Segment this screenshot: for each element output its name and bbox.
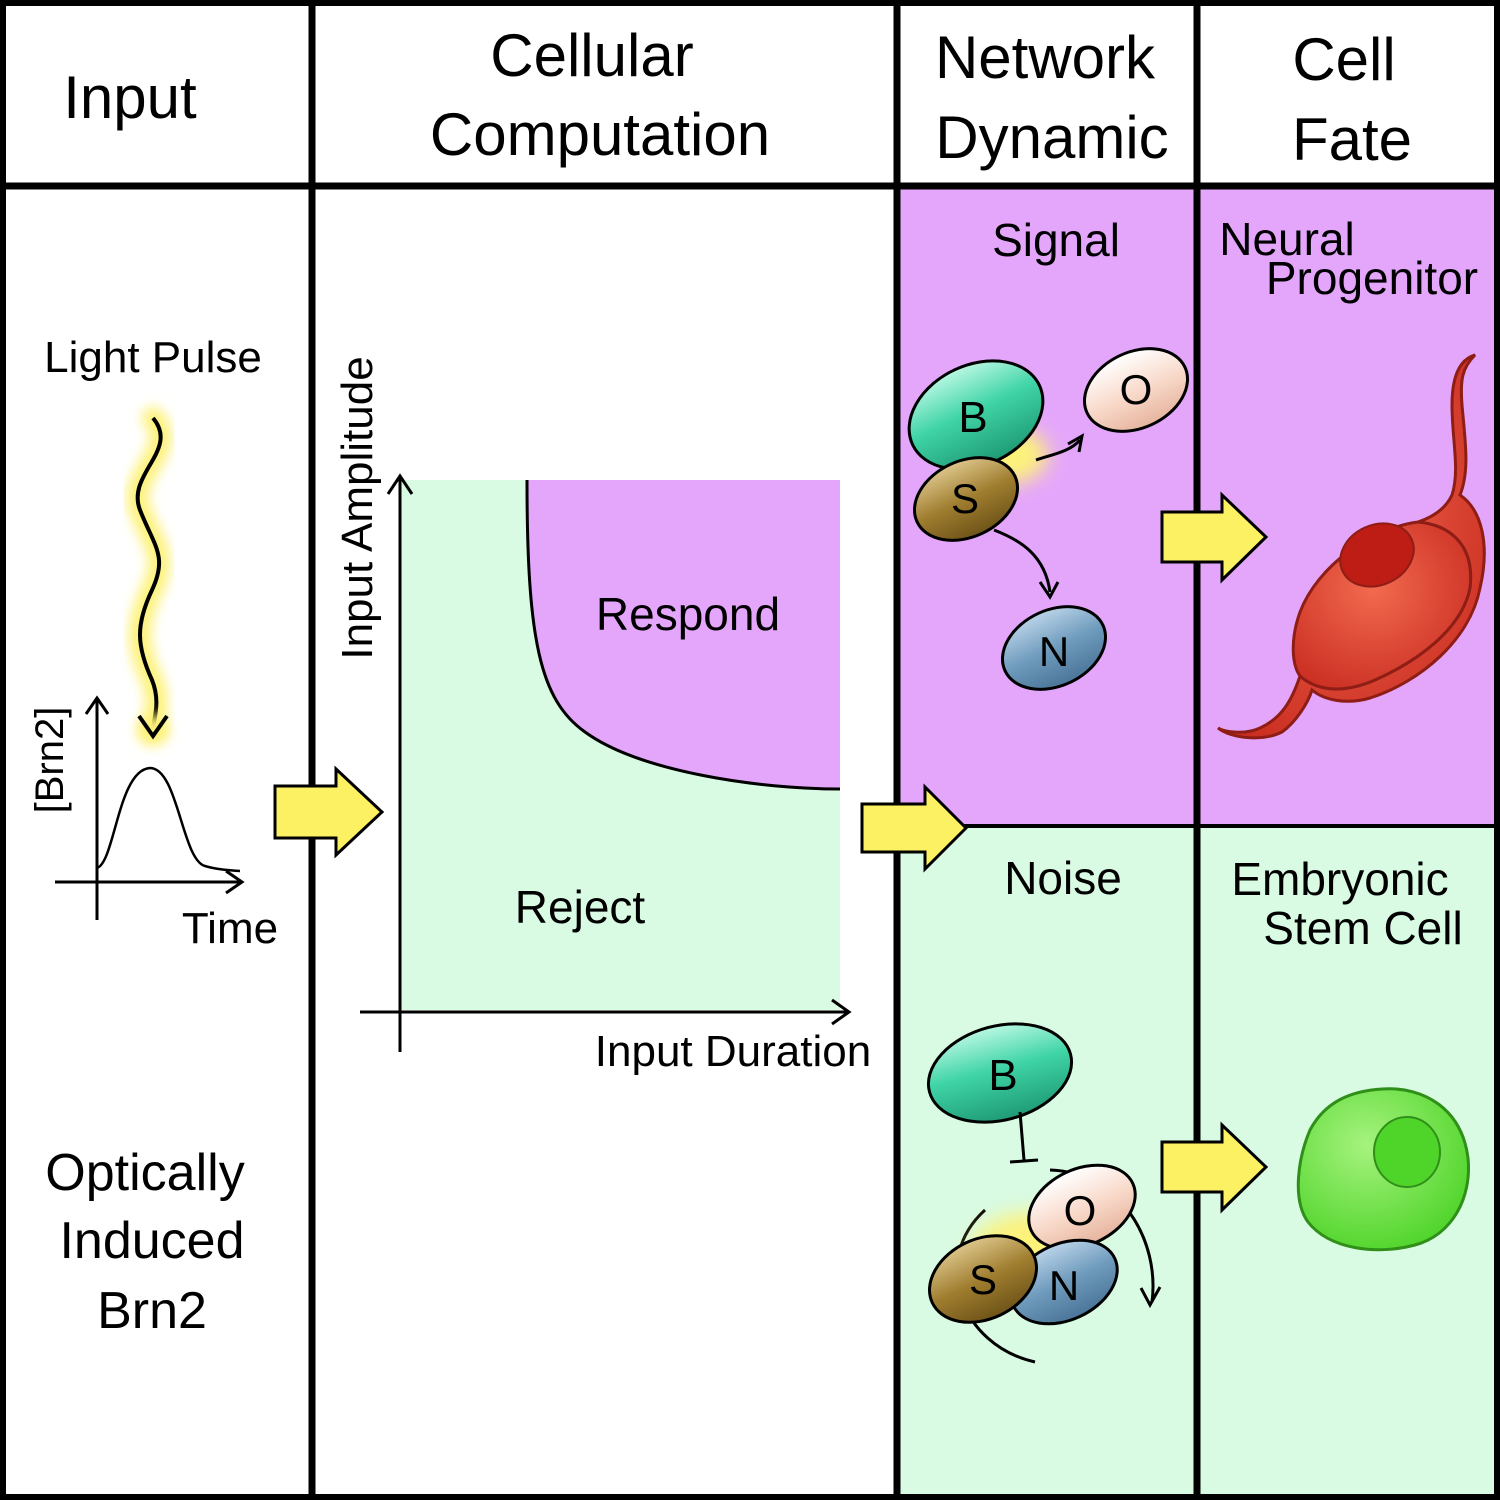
neural-progenitor-line2: Progenitor	[1266, 252, 1478, 304]
signal-factor-o-icon: O	[1082, 347, 1190, 433]
light-wave-icon	[126, 407, 172, 746]
neural-progenitor-cell-icon	[1217, 353, 1486, 740]
input-to-computation-arrow	[273, 765, 385, 859]
svg-text:S: S	[969, 1256, 997, 1303]
noise-factor-s-icon: S	[928, 1234, 1038, 1324]
header-network-line1: Network	[935, 24, 1156, 91]
noise-factor-b-icon: B	[926, 1022, 1074, 1124]
header-network-line2: Dynamic	[935, 104, 1168, 171]
input-duration-label: Input Duration	[595, 1027, 871, 1076]
decision-boundary-curve	[525, 479, 841, 791]
brn2-time-plot	[55, 695, 245, 920]
svg-text:B: B	[988, 1051, 1017, 1100]
header-fate-line2: Fate	[1292, 106, 1412, 173]
header-computation-line1: Cellular	[490, 22, 693, 89]
svg-text:O: O	[1120, 366, 1153, 413]
header-computation-line2: Computation	[430, 101, 770, 168]
svg-text:N: N	[1039, 628, 1069, 675]
svg-text:S: S	[951, 475, 979, 522]
respond-region	[527, 480, 840, 789]
caption-line3: Brn2	[97, 1282, 207, 1340]
header-fate-line1: Cell	[1292, 26, 1395, 93]
reject-label: Reject	[515, 881, 646, 933]
header-input: Input	[63, 64, 197, 131]
brn2-axis-label: [Brn2]	[28, 707, 72, 814]
computation-axes	[360, 473, 852, 1052]
signal-to-fate-arrow	[1160, 491, 1269, 584]
respond-label: Respond	[596, 588, 780, 640]
computation-to-network-arrow	[860, 783, 969, 873]
noise-label: Noise	[1004, 852, 1122, 904]
svg-text:B: B	[958, 393, 987, 442]
caption-line2: Induced	[59, 1212, 244, 1270]
embryonic-stem-cell-icon	[1296, 1087, 1470, 1252]
input-amplitude-label: Input Amplitude	[333, 356, 382, 659]
noise-to-fate-arrow	[1160, 1121, 1269, 1214]
noise-factor-n-icon: N	[1009, 1238, 1119, 1326]
light-pulse-label: Light Pulse	[44, 333, 262, 382]
neural-progenitor-line1: Neural	[1219, 213, 1355, 265]
signal-factor-b-icon: B	[907, 359, 1045, 471]
signal-factor-n-icon: N	[1000, 605, 1108, 691]
svg-text:N: N	[1049, 1262, 1079, 1309]
noise-factor-o-icon: O	[1027, 1163, 1137, 1251]
noise-network: B O N S	[926, 1022, 1162, 1364]
caption-line1: Optically	[45, 1144, 244, 1202]
embryonic-stem-cell-line2: Stem Cell	[1263, 902, 1462, 954]
svg-text:O: O	[1064, 1187, 1097, 1234]
signal-factor-s-icon: S	[912, 456, 1020, 542]
signal-label: Signal	[992, 214, 1120, 266]
embryonic-stem-cell-line1: Embryonic	[1231, 853, 1448, 905]
time-axis-label: Time	[182, 904, 278, 953]
signal-network: B S O N	[907, 347, 1190, 691]
